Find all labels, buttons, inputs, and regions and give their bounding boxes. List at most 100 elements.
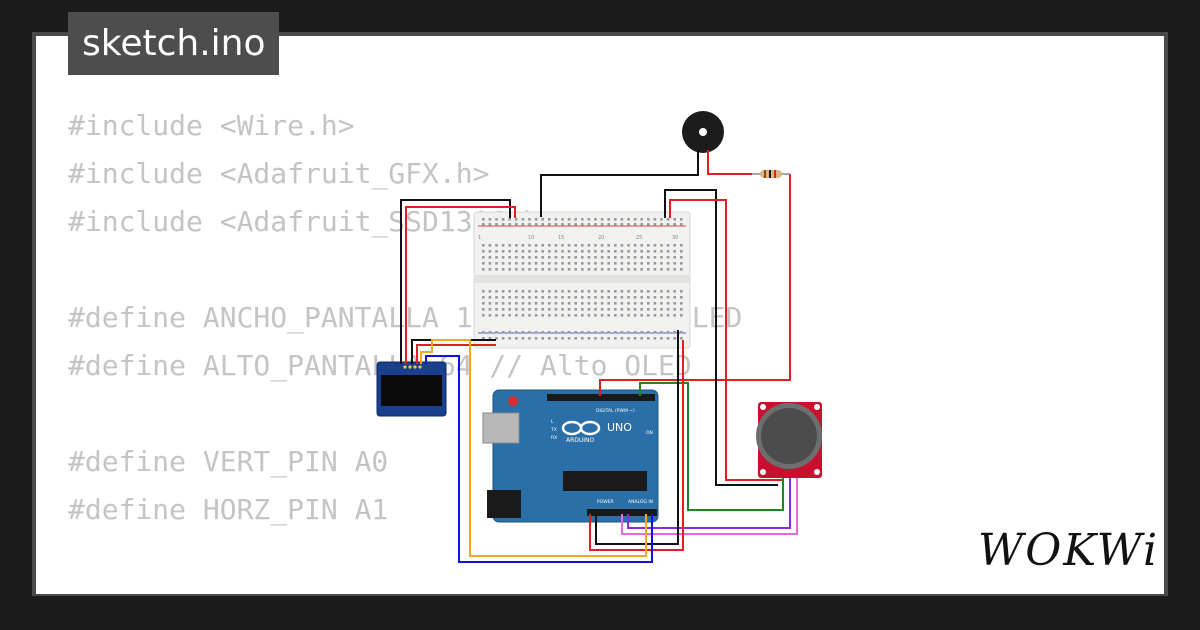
breadboard-hole[interactable]	[508, 290, 511, 293]
breadboard-hole[interactable]	[574, 337, 577, 340]
breadboard-hole[interactable]	[600, 218, 604, 221]
breadboard-hole[interactable]	[501, 256, 505, 259]
breadboard-hole[interactable]	[660, 250, 663, 253]
breadboard-hole[interactable]	[521, 262, 525, 265]
breadboard-hole[interactable]	[554, 296, 558, 299]
breadboard-hole[interactable]	[607, 302, 610, 305]
breadboard-hole[interactable]	[614, 223, 617, 226]
breadboard-hole[interactable]	[673, 268, 676, 271]
breadboard-hole[interactable]	[521, 250, 525, 253]
breadboard-hole[interactable]	[614, 296, 617, 299]
breadboard-hole[interactable]	[653, 262, 657, 265]
breadboard-hole[interactable]	[620, 250, 624, 253]
breadboard-hole[interactable]	[554, 302, 558, 305]
breadboard-hole[interactable]	[581, 268, 584, 271]
breadboard-hole[interactable]	[567, 223, 571, 226]
breadboard-hole[interactable]	[600, 262, 604, 265]
breadboard-hole[interactable]	[600, 337, 604, 340]
breadboard-hole[interactable]	[587, 337, 591, 340]
breadboard-hole[interactable]	[574, 256, 577, 259]
breadboard-hole[interactable]	[614, 308, 617, 311]
breadboard-hole[interactable]	[666, 250, 670, 253]
breadboard-hole[interactable]	[528, 331, 531, 334]
breadboard-hole[interactable]	[482, 244, 485, 247]
breadboard-hole[interactable]	[600, 268, 604, 271]
breadboard-hole[interactable]	[587, 223, 591, 226]
breadboard-hole[interactable]	[587, 331, 591, 334]
breadboard-hole[interactable]	[561, 331, 564, 334]
breadboard-hole[interactable]	[614, 331, 617, 334]
breadboard-hole[interactable]	[587, 290, 591, 293]
breadboard-hole[interactable]	[666, 268, 670, 271]
breadboard-hole[interactable]	[561, 302, 564, 305]
breadboard-hole[interactable]	[534, 218, 538, 221]
breadboard-hole[interactable]	[666, 296, 670, 299]
breadboard-hole[interactable]	[581, 296, 584, 299]
breadboard-hole[interactable]	[653, 337, 657, 340]
breadboard-hole[interactable]	[508, 331, 511, 334]
breadboard-hole[interactable]	[660, 290, 663, 293]
breadboard-hole[interactable]	[653, 296, 657, 299]
breadboard-hole[interactable]	[488, 244, 492, 247]
breadboard-hole[interactable]	[640, 250, 643, 253]
breadboard-hole[interactable]	[673, 302, 676, 305]
breadboard-hole[interactable]	[574, 331, 577, 334]
breadboard-hole[interactable]	[640, 314, 643, 317]
breadboard-hole[interactable]	[488, 308, 492, 311]
breadboard-hole[interactable]	[647, 268, 650, 271]
breadboard-hole[interactable]	[574, 268, 577, 271]
breadboard-hole[interactable]	[620, 218, 624, 221]
breadboard-hole[interactable]	[653, 218, 657, 221]
breadboard-hole[interactable]	[600, 250, 604, 253]
breadboard-hole[interactable]	[594, 308, 597, 311]
analog-joystick[interactable]	[756, 402, 822, 478]
breadboard-hole[interactable]	[561, 337, 564, 340]
breadboard-hole[interactable]	[666, 302, 670, 305]
breadboard-hole[interactable]	[620, 296, 624, 299]
breadboard-hole[interactable]	[660, 244, 663, 247]
breadboard-hole[interactable]	[587, 262, 591, 265]
breadboard-hole[interactable]	[548, 337, 551, 340]
breadboard-hole[interactable]	[501, 262, 505, 265]
breadboard-hole[interactable]	[581, 337, 584, 340]
breadboard-hole[interactable]	[633, 308, 637, 311]
breadboard-hole[interactable]	[620, 223, 624, 226]
breadboard-hole[interactable]	[607, 256, 610, 259]
breadboard-holes[interactable]	[482, 218, 683, 340]
breadboard-hole[interactable]	[660, 268, 663, 271]
breadboard-hole[interactable]	[627, 296, 630, 299]
breadboard-hole[interactable]	[600, 302, 604, 305]
breadboard-hole[interactable]	[660, 331, 663, 334]
breadboard-hole[interactable]	[528, 314, 531, 317]
breadboard-hole[interactable]	[647, 314, 650, 317]
breadboard-hole[interactable]	[554, 262, 558, 265]
breadboard-hole[interactable]	[482, 290, 485, 293]
breadboard-hole[interactable]	[501, 302, 505, 305]
breadboard-hole[interactable]	[653, 331, 657, 334]
breadboard-hole[interactable]	[666, 244, 670, 247]
breadboard-hole[interactable]	[495, 223, 498, 226]
breadboard-hole[interactable]	[501, 331, 505, 334]
breadboard-hole[interactable]	[607, 218, 610, 221]
breadboard-hole[interactable]	[515, 244, 518, 247]
breadboard-hole[interactable]	[515, 331, 518, 334]
breadboard-hole[interactable]	[633, 218, 637, 221]
breadboard-hole[interactable]	[627, 337, 630, 340]
breadboard-hole[interactable]	[501, 290, 505, 293]
breadboard-hole[interactable]	[633, 223, 637, 226]
breadboard-hole[interactable]	[653, 244, 657, 247]
breadboard-hole[interactable]	[614, 302, 617, 305]
breadboard-hole[interactable]	[587, 296, 591, 299]
breadboard-hole[interactable]	[548, 268, 551, 271]
breadboard-hole[interactable]	[673, 244, 676, 247]
breadboard-hole[interactable]	[488, 223, 492, 226]
breadboard-hole[interactable]	[541, 290, 544, 293]
breadboard-hole[interactable]	[528, 218, 531, 221]
breadboard-hole[interactable]	[581, 314, 584, 317]
breadboard-hole[interactable]	[541, 337, 544, 340]
breadboard-hole[interactable]	[548, 296, 551, 299]
breadboard-hole[interactable]	[653, 250, 657, 253]
breadboard-hole[interactable]	[495, 268, 498, 271]
breadboard-hole[interactable]	[647, 223, 650, 226]
breadboard-hole[interactable]	[495, 296, 498, 299]
